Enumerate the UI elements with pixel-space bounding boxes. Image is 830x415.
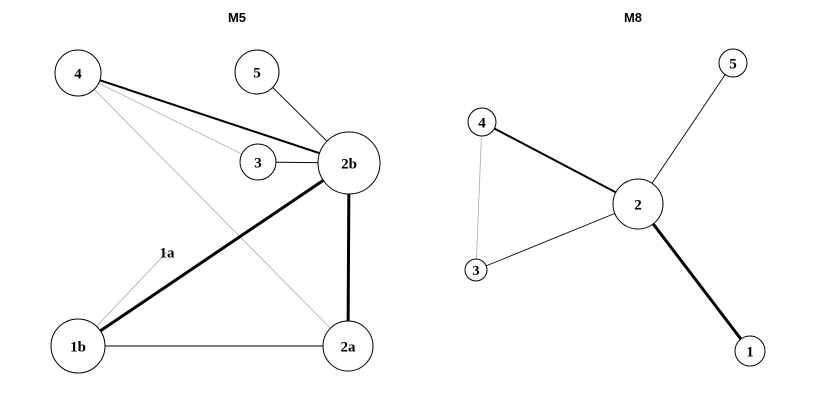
node-circle bbox=[718, 48, 748, 78]
node-label: 2a bbox=[341, 339, 357, 355]
edge-1-2 bbox=[636, 203, 752, 352]
node-label: 3 bbox=[473, 264, 480, 279]
node-circle bbox=[317, 131, 381, 195]
node-circle bbox=[322, 320, 374, 372]
node-1b: 1b bbox=[50, 318, 106, 374]
node-circle bbox=[734, 335, 766, 367]
node-circle bbox=[54, 49, 102, 97]
node-label: 5 bbox=[729, 56, 737, 72]
node-label: 4 bbox=[478, 115, 486, 131]
node-4: 4 bbox=[54, 49, 102, 97]
node-2b: 2b bbox=[317, 131, 381, 195]
node-label: 5 bbox=[253, 65, 261, 81]
edge-1b-2b bbox=[77, 161, 350, 348]
node-label: 4 bbox=[74, 66, 82, 82]
edge-4-2b bbox=[77, 72, 350, 164]
node-circle bbox=[239, 143, 277, 181]
node-label: 1 bbox=[746, 344, 754, 360]
edge-4-2a bbox=[77, 72, 349, 347]
graph-title: M5 bbox=[228, 10, 246, 25]
node-4: 4 bbox=[467, 107, 497, 137]
edge-3-2 bbox=[475, 203, 639, 271]
node-circle bbox=[464, 258, 488, 282]
node-circle bbox=[50, 318, 106, 374]
edge-5-2 bbox=[637, 62, 734, 205]
node-label: 1a bbox=[160, 245, 176, 261]
node-5: 5 bbox=[234, 49, 280, 95]
node-1a: 1a bbox=[160, 245, 176, 261]
edge-4-2 bbox=[481, 121, 639, 205]
graph-m8: M8 5 4 2 3 1 bbox=[464, 10, 766, 367]
node-circle bbox=[467, 107, 497, 137]
graph-title: M8 bbox=[624, 10, 642, 25]
node-label: 2 bbox=[634, 197, 642, 213]
node-3: 3 bbox=[239, 143, 277, 181]
node-circle bbox=[612, 178, 664, 230]
node-1: 1 bbox=[734, 335, 766, 367]
node-3: 3 bbox=[464, 258, 488, 282]
node-label: 3 bbox=[254, 155, 262, 171]
node-circle bbox=[234, 49, 280, 95]
node-2a: 2a bbox=[322, 320, 374, 372]
node-label: 1b bbox=[70, 339, 86, 355]
edge-4-3 bbox=[475, 121, 483, 271]
node-label: 2b bbox=[341, 156, 357, 172]
graph-m5: M5 4 5 3 2b 1a 1b 2a bbox=[50, 10, 381, 374]
node-2: 2 bbox=[612, 178, 664, 230]
node-5: 5 bbox=[718, 48, 748, 78]
edge-4-3 bbox=[77, 72, 259, 163]
